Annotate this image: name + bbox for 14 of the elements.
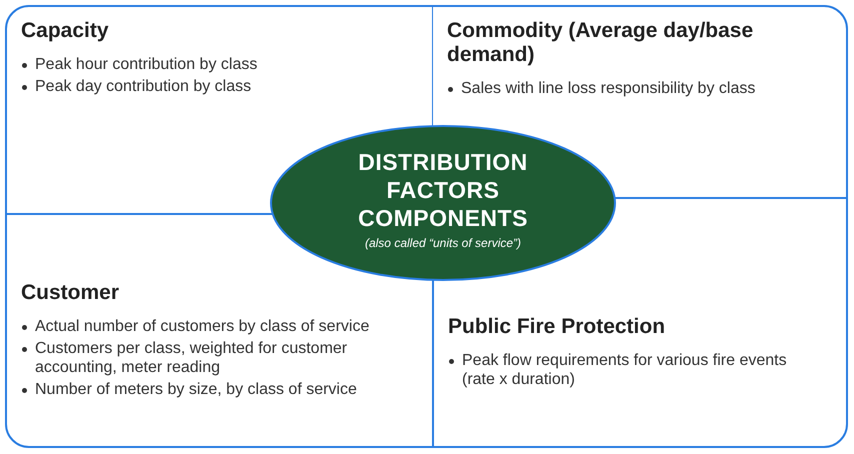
bullet-text: Actual number of customers by class of service [35,318,370,335]
center-subtitle: (also called “units of service”) [364,236,522,250]
section-heading: Capacity [21,19,110,43]
section-heading: Commodity (Average day/base demand) [447,19,754,67]
bullet-text: Number of meters by size, by class of service [35,381,357,398]
section-heading: Public Fire Protection [448,315,666,339]
section-heading: Customer [21,281,120,305]
center-ellipse [269,124,617,282]
bullet-text: Peak flow requirements for various fire events (rate x duration) [462,352,787,388]
bullet-text: Customers per class, weighted for customer accounting, meter reading [35,340,348,376]
bullet-text: Peak day contribution by class [35,78,252,95]
center-title: DISTRIBUTION FACTORS COMPONENTS [357,148,529,232]
bullet-text: Peak hour contribution by class [35,56,258,73]
bullet-text: Sales with line loss responsibility by class [461,80,756,97]
